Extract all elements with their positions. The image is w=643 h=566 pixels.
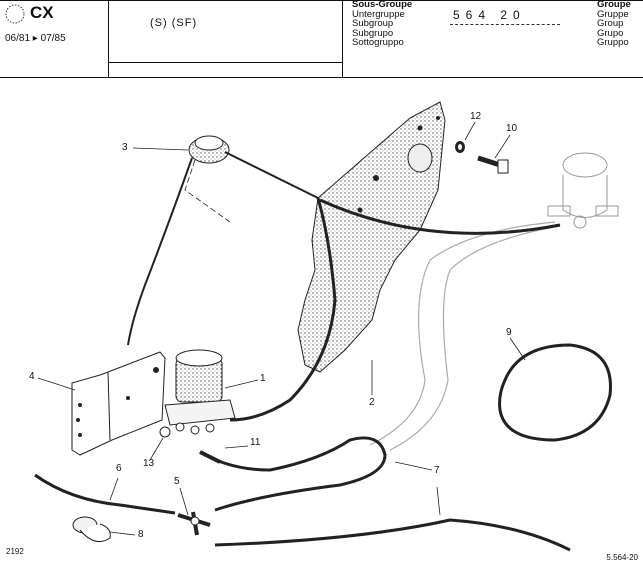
footer-reference: 5.564-20 [606,553,638,562]
leader-8 [109,531,136,536]
leader-6 [109,477,119,501]
code-underline [450,24,560,26]
logo-icon [5,4,25,24]
header: CX 06/81 ▸ 07/85 (S) (SF) Sous-Groupe Un… [0,0,643,78]
callout-9: 9 [506,327,512,338]
header-bottom-rule [0,77,643,78]
pipe-6 [34,473,176,515]
group-label-de: Gruppe [597,8,629,20]
leader-1 [224,379,259,389]
callout-12: 12 [470,111,482,122]
subgroup-code: 564 20 [453,8,526,22]
callout-4: 4 [29,371,35,382]
variant-box-bottom [109,62,342,63]
callout-3: 3 [122,142,128,153]
callout-1: 1 [260,373,266,384]
subgroup-label-en: Subgroup [352,18,394,30]
leader-7b [436,486,441,516]
group-label-en: Group [597,18,624,30]
date-range: 06/81 ▸ 07/85 [5,33,66,44]
leader-7 [394,461,433,471]
callout-10: 10 [506,123,518,134]
t-connector [177,511,211,536]
subgroup-label-de: Untergruppe [352,8,405,20]
header-top-rule [0,0,643,1]
leader-13 [149,437,164,461]
filler-cap [127,135,319,346]
pump-feed-hose [229,197,337,422]
leader-11 [224,445,249,449]
callout-6: 6 [116,463,122,474]
leader-3 [132,147,189,151]
subgroup-label-it: Sottogruppo [352,37,404,49]
leader-lines [37,121,526,536]
group-label-es: Grupo [597,27,624,39]
leader-5 [179,487,189,516]
screw-and-washer [455,141,509,174]
callout-11: 11 [250,437,261,448]
pipe-7-upper [199,436,387,512]
callout-5: 5 [174,476,180,487]
header-divider [342,0,343,78]
group-label-it: Gruppo [597,37,629,49]
group-labels: Groupe Gruppe Group Grupo Gruppo [597,0,631,48]
subgroup-label-fr: Sous-Groupe [352,0,413,10]
callout-2: 2 [369,397,375,408]
pipe-7-lower [214,518,571,552]
hose-clip [72,516,111,543]
leader-9 [509,337,526,361]
grommet [159,426,171,438]
footer-left-number: 2192 [6,547,24,556]
hose-loop [498,343,612,442]
variant-label: (S) (SF) [150,17,198,29]
callout-8: 8 [138,529,144,540]
leader-12 [464,121,476,141]
leader-10 [494,134,511,159]
washer-reservoir [297,101,446,373]
leader-4 [37,377,76,391]
callout-13: 13 [143,458,155,469]
subgroup-label-es: Subgrupo [352,27,394,39]
washer-pump [164,349,236,435]
group-label-fr: Groupe [597,0,631,10]
header-divider [108,0,109,78]
hoses [34,197,571,552]
callout-7: 7 [434,465,440,476]
upper-hose [319,198,561,235]
subgroup-labels: Sous-Groupe Untergruppe Subgroup Subgrup… [352,0,412,48]
pump-bracket [71,351,166,456]
pipe-11 [199,450,221,464]
model-code: CX [30,3,54,22]
